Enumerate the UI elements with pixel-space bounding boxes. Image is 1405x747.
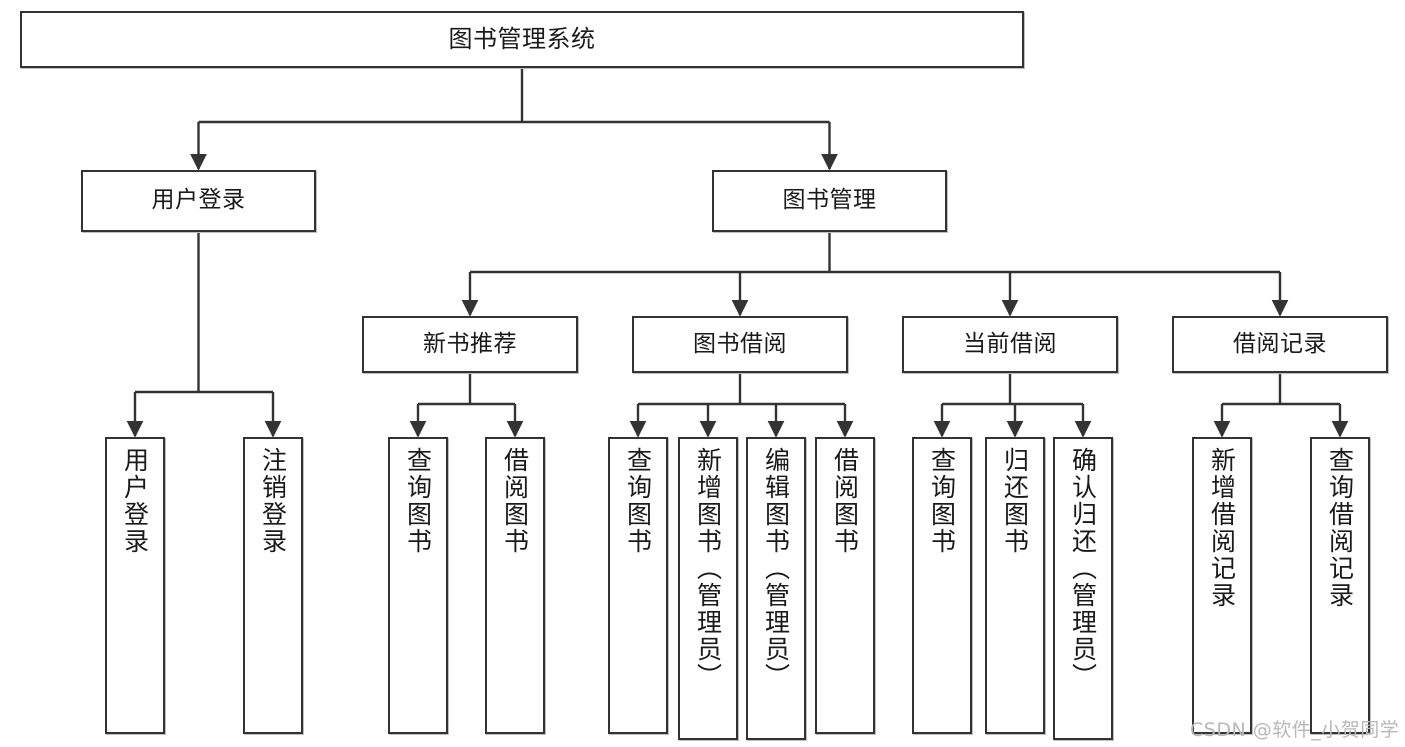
node-label: 借阅图书 (500, 447, 530, 555)
node-label: 编辑图书（管理员） (761, 447, 791, 690)
node-label: 查询借阅记录 (1325, 447, 1355, 609)
node-label: 新增借阅记录 (1207, 447, 1237, 609)
csdn-watermark: CSDN @软件_小贺同学 (1190, 719, 1400, 741)
node-leaf-query-book-3[interactable]: 查询图书 (912, 437, 972, 734)
node-leaf-user-login[interactable]: 用户登录 (105, 437, 165, 734)
node-label: 归还图书 (1000, 447, 1030, 555)
node-leaf-edit-book[interactable]: 编辑图书（管理员） (746, 437, 806, 740)
node-leaf-logout[interactable]: 注销登录 (243, 437, 303, 734)
node-leaf-query-book-2[interactable]: 查询图书 (608, 437, 668, 734)
node-leaf-borrow-book-2[interactable]: 借阅图书 (815, 437, 875, 734)
node-leaf-add-record[interactable]: 新增借阅记录 (1192, 437, 1252, 734)
node-label: 注销登录 (258, 447, 288, 555)
node-book-borrow[interactable]: 图书借阅 (632, 316, 848, 373)
node-root-system[interactable]: 图书管理系统 (20, 11, 1024, 68)
node-label: 查询图书 (927, 447, 957, 555)
node-label: 查询图书 (623, 447, 653, 555)
node-leaf-confirm-return[interactable]: 确认归还（管理员） (1053, 437, 1113, 740)
node-new-book-rec[interactable]: 新书推荐 (362, 316, 578, 373)
node-borrow-record[interactable]: 借阅记录 (1172, 316, 1388, 373)
node-book-manage[interactable]: 图书管理 (712, 170, 947, 232)
node-label: 用户登录 (151, 187, 246, 214)
node-label: 查询图书 (403, 447, 433, 555)
node-label: 新增图书（管理员） (693, 447, 723, 690)
node-label: 借阅图书 (830, 447, 860, 555)
node-leaf-return-book[interactable]: 归还图书 (985, 437, 1045, 734)
node-label: 图书借阅 (693, 330, 787, 357)
node-label: 图书管理 (782, 187, 877, 214)
node-leaf-query-record[interactable]: 查询借阅记录 (1310, 437, 1370, 734)
node-label: 借阅记录 (1233, 330, 1327, 357)
node-label: 新书推荐 (423, 330, 517, 357)
node-user-login[interactable]: 用户登录 (81, 170, 316, 232)
node-leaf-add-book[interactable]: 新增图书（管理员） (678, 437, 738, 740)
node-label: 当前借阅 (963, 330, 1057, 357)
node-leaf-borrow-book-1[interactable]: 借阅图书 (485, 437, 545, 734)
node-leaf-query-book-1[interactable]: 查询图书 (388, 437, 448, 734)
node-label: 确认归还（管理员） (1068, 447, 1098, 690)
node-label: 用户登录 (120, 447, 150, 555)
node-current-borrow[interactable]: 当前借阅 (902, 316, 1118, 373)
node-label: 图书管理系统 (448, 25, 596, 54)
